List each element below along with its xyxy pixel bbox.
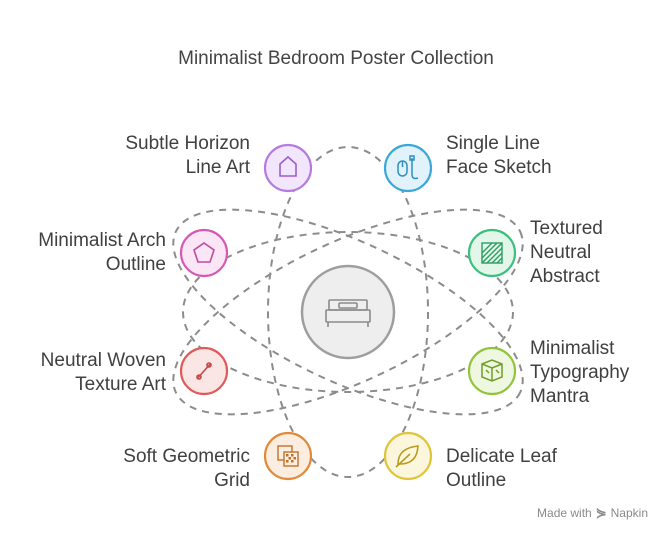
label-minimalist-arch-outline: Minimalist Arch Outline <box>38 230 166 275</box>
pentagon-icon <box>193 242 215 263</box>
orbit-ellipse-horizontal <box>182 231 514 393</box>
label-delicate-leaf-outline: Delicate Leaf Outline <box>446 446 557 491</box>
label-single-line-face-sketch: Single Line Face Sketch <box>446 133 552 178</box>
label-textured-neutral-abstract: Textured Neutral Abstract <box>530 218 603 287</box>
footer-brand: Napkin <box>610 506 648 520</box>
hatch-square-icon <box>481 242 503 264</box>
label-soft-geometric-grid: Soft Geometric Grid <box>123 446 250 491</box>
orbit-ellipse-diag-b <box>172 208 524 416</box>
grid-icon <box>277 445 299 467</box>
node-neutral-woven-texture-art[interactable] <box>179 346 229 396</box>
bed-icon <box>325 299 371 327</box>
napkin-logo-icon: ⋟ <box>595 505 607 520</box>
label-minimalist-typography-mantra: Minimalist Typography Mantra <box>530 338 630 407</box>
pen-icon <box>196 362 212 380</box>
house-icon <box>279 155 297 177</box>
node-textured-neutral-abstract[interactable] <box>467 228 517 278</box>
node-delicate-leaf-outline[interactable] <box>383 431 433 481</box>
label-subtle-horizon-line-art: Subtle Horizon Line Art <box>125 133 250 178</box>
mouse-icon <box>397 155 419 180</box>
made-with-footer[interactable]: Made with ⋟ Napkin <box>537 505 648 521</box>
diagram-title: Minimalist Bedroom Poster Collection <box>178 48 494 69</box>
cube-icon <box>481 359 503 382</box>
label-neutral-woven-texture-art: Neutral Woven Texture Art <box>40 350 166 395</box>
node-soft-geometric-grid[interactable] <box>263 431 313 481</box>
node-minimalist-arch-outline[interactable] <box>179 228 229 278</box>
orbit-ellipse-diag-a <box>172 208 524 416</box>
center-node <box>300 264 396 360</box>
orbit-ellipse-vertical <box>267 146 429 478</box>
node-single-line-face-sketch[interactable] <box>383 143 433 193</box>
leaf-icon <box>395 445 419 468</box>
node-minimalist-typography-mantra[interactable] <box>467 346 517 396</box>
footer-prefix: Made with <box>537 506 592 520</box>
node-subtle-horizon-line-art[interactable] <box>263 143 313 193</box>
